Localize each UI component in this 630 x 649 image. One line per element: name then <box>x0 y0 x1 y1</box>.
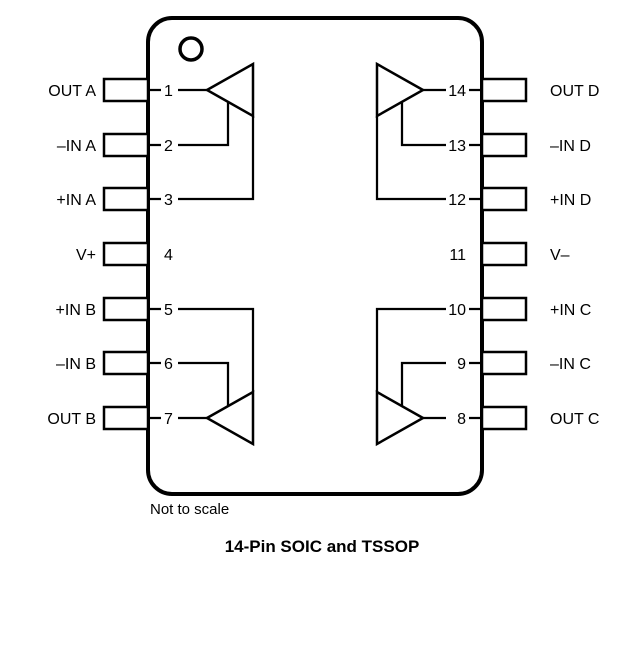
pin-pad-9 <box>480 350 528 376</box>
opamp-b-noninverting-wire <box>178 307 255 392</box>
pin-number-10: 10 <box>448 302 466 319</box>
pin-pad-10 <box>480 296 528 322</box>
pin-pad-7 <box>102 405 150 431</box>
right-pin-labels: OUT D –IN D +IN D V– +IN C –IN C OUT C <box>550 83 599 428</box>
pin-label-out-d: OUT D <box>550 83 599 100</box>
opamp-a-triangle <box>204 61 255 119</box>
pin-label-out-c: OUT C <box>550 411 599 428</box>
right-pin-pads <box>480 77 528 431</box>
opamp-d <box>375 61 446 201</box>
pin-number-5: 5 <box>164 302 173 319</box>
pin-number-11: 11 <box>449 247 466 264</box>
pin-number-3: 3 <box>164 192 173 209</box>
opamp-c-inverting-wire <box>400 361 446 406</box>
pin-label-neg-in-d: –IN D <box>550 138 591 155</box>
pin-number-4: 4 <box>164 247 173 264</box>
pin-pad-13 <box>480 132 528 158</box>
pin-label-out-b: OUT B <box>47 411 96 428</box>
pin-number-7: 7 <box>164 411 173 428</box>
pin-pad-8 <box>480 405 528 431</box>
pin-pad-11 <box>480 241 528 267</box>
left-pin-ticks <box>148 88 161 420</box>
left-pin-labels: OUT A –IN A +IN A V+ +IN B –IN B OUT B <box>47 83 96 428</box>
pin-label-v-plus: V+ <box>76 247 96 264</box>
pin-pad-5 <box>102 296 150 322</box>
right-pin-numbers: 14 13 12 11 10 9 8 <box>448 83 466 428</box>
pin-pad-1 <box>102 77 150 103</box>
opamp-b-inverting-wire <box>178 361 230 406</box>
opamp-b-triangle <box>204 389 255 447</box>
pin-label-neg-in-b: –IN B <box>56 356 96 373</box>
pin-label-pos-in-c: +IN C <box>550 302 591 319</box>
pin-number-2: 2 <box>164 138 173 155</box>
scale-note: Not to scale <box>150 501 229 518</box>
pin-pad-14 <box>480 77 528 103</box>
pin-number-8: 8 <box>457 411 466 428</box>
opamp-c-noninverting-wire <box>375 307 446 392</box>
opamp-a-inverting-wire <box>178 102 230 147</box>
pin-label-v-minus: V– <box>550 247 570 264</box>
opamp-d-inverting-wire <box>400 102 446 147</box>
opamp-a-noninverting-wire <box>178 116 255 201</box>
pin-pad-3 <box>102 186 150 212</box>
opamp-c-triangle <box>375 389 426 447</box>
pin-number-12: 12 <box>448 192 466 209</box>
diagram-caption: 14-Pin SOIC and TSSOP <box>225 537 420 556</box>
pin-number-1: 1 <box>164 83 173 100</box>
left-pin-numbers: 1 2 3 4 5 6 7 <box>164 83 173 428</box>
right-pin-ticks <box>469 88 482 420</box>
pin-label-pos-in-d: +IN D <box>550 192 591 209</box>
pin-number-6: 6 <box>164 356 173 373</box>
opamp-d-noninverting-wire <box>375 116 446 201</box>
opamp-a <box>178 61 255 201</box>
pin-label-out-a: OUT A <box>48 83 96 100</box>
opamp-b <box>178 307 255 447</box>
opamp-d-triangle <box>375 61 426 119</box>
pin-pad-6 <box>102 350 150 376</box>
pin-label-pos-in-a: +IN A <box>56 192 96 209</box>
opamp-c <box>375 307 446 447</box>
pin-number-13: 13 <box>448 138 466 155</box>
pin-pad-12 <box>480 186 528 212</box>
pin-pad-4 <box>102 241 150 267</box>
pin-number-9: 9 <box>457 356 466 373</box>
pin-label-neg-in-a: –IN A <box>57 138 96 155</box>
pin-pad-2 <box>102 132 150 158</box>
pin-label-pos-in-b: +IN B <box>56 302 96 319</box>
pin-number-14: 14 <box>448 83 466 100</box>
left-pin-pads <box>102 77 150 431</box>
pin1-indicator-dot <box>178 36 204 62</box>
pin-label-neg-in-c: –IN C <box>550 356 591 373</box>
